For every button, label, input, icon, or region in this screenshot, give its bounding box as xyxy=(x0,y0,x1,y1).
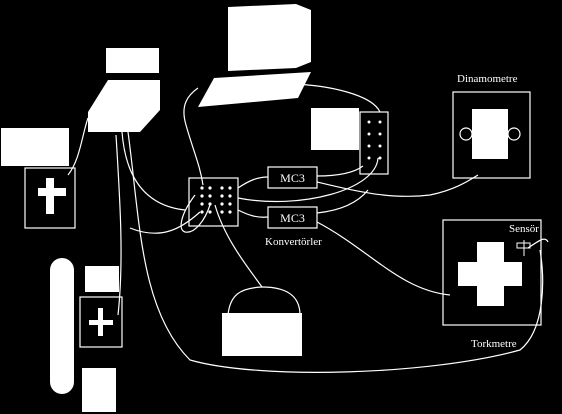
sensor xyxy=(516,240,531,256)
wire-controller-to-lower-module xyxy=(115,134,122,316)
converter-lower: MC3 xyxy=(267,206,318,229)
wire-computer-to-interface xyxy=(289,83,381,113)
left-lower-cross-module xyxy=(79,296,123,348)
wiring xyxy=(67,83,549,373)
converter-upper-label: MC3 xyxy=(280,171,305,185)
wire-mc3-lower-to-interface xyxy=(316,189,369,214)
daq-connector-panel xyxy=(359,111,389,175)
torquemeter-label: Torkmetre xyxy=(471,338,517,350)
monitor xyxy=(228,4,296,71)
keyboard-base xyxy=(198,72,311,107)
small-block-upper xyxy=(85,266,119,292)
wire-controller-to-left-module xyxy=(67,117,89,176)
converter-lower-label: MC3 xyxy=(280,211,305,225)
daq-box xyxy=(311,108,359,150)
dynamometer xyxy=(452,91,531,179)
wire-mc3-upper-to-interface xyxy=(316,165,364,177)
small-block-lower xyxy=(82,368,116,412)
wire-sensor-lead xyxy=(527,238,549,249)
wire-terminal-to-mc3-lower xyxy=(237,209,269,218)
left-cross-module xyxy=(24,167,76,229)
wire-controller-to-terminal xyxy=(121,131,186,211)
wire-terminal-to-mc3-upper xyxy=(237,176,269,189)
wire-computer-to-terminal xyxy=(183,87,204,186)
converters-caption: Konvertörler xyxy=(265,236,322,248)
sensor-label: Sensör xyxy=(509,223,539,235)
wire-mc3-lower-to-torquemeter xyxy=(316,221,451,296)
wire-interface-to-terminal xyxy=(237,157,379,203)
torquemeter xyxy=(442,219,542,326)
wire-terminal-to-bottom-left xyxy=(129,211,201,234)
wire-mc3-upper-to-dynamometer xyxy=(316,174,479,197)
terminal-block xyxy=(188,177,239,227)
battery xyxy=(222,313,302,356)
pc-block-left xyxy=(1,128,69,166)
computer xyxy=(198,4,311,107)
wire-terminal-to-battery xyxy=(214,204,264,316)
controller-unit xyxy=(88,48,160,132)
converter-upper: MC3 xyxy=(267,166,318,189)
dynamometer-label: Dinamometre xyxy=(457,73,518,85)
wire-terminal-loop-down xyxy=(180,194,211,233)
tall-rod-element xyxy=(50,258,74,394)
wire-battery-positive xyxy=(261,286,301,316)
monitor-side xyxy=(296,4,311,68)
